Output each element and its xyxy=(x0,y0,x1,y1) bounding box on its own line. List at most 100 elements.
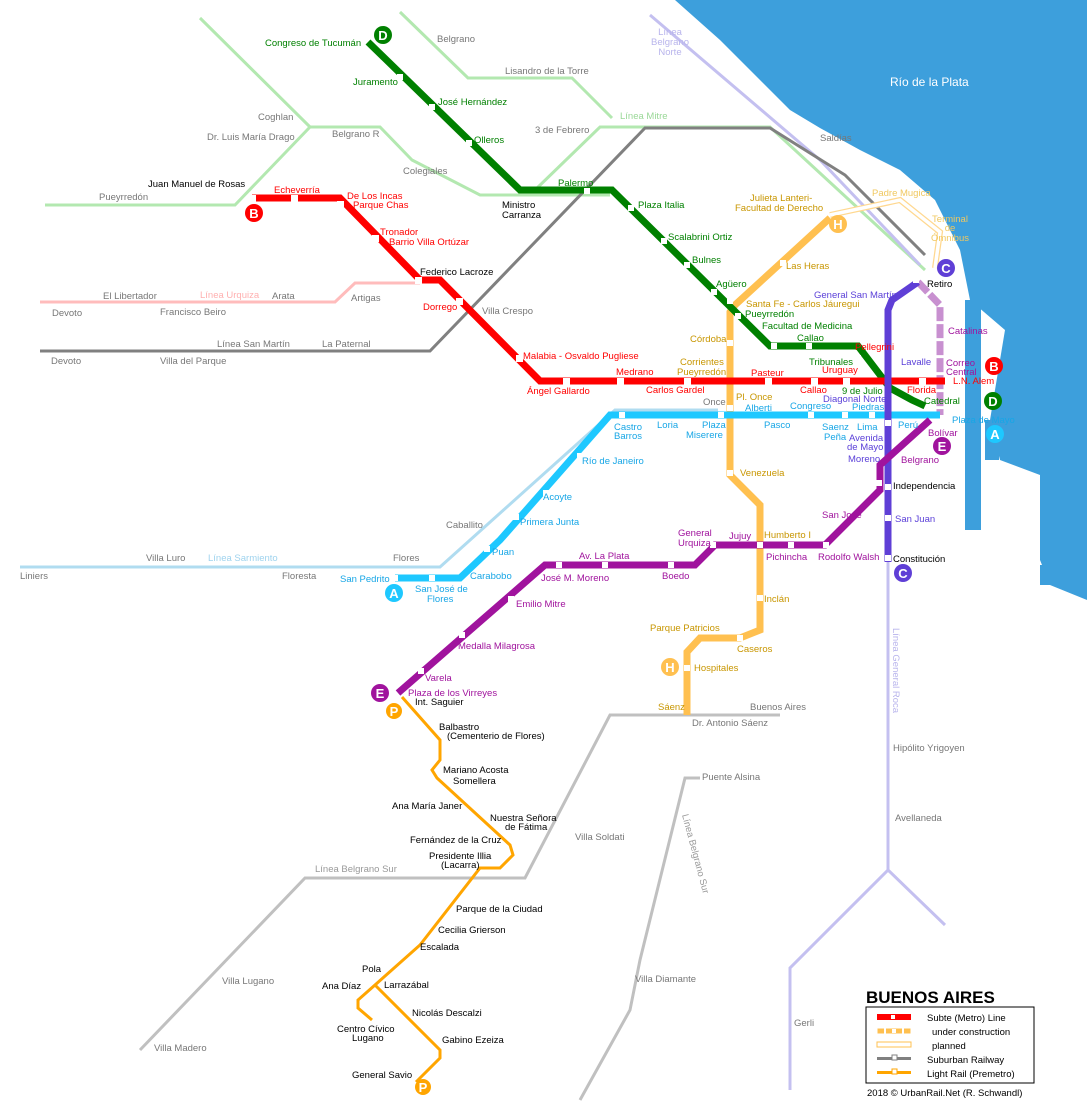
station-label: Lugano xyxy=(352,1033,384,1044)
station-label: Bulnes xyxy=(692,255,721,266)
svg-text:P: P xyxy=(390,704,399,719)
rail-line-label: Línea General Roca xyxy=(890,628,901,714)
station-label: Uruguay xyxy=(822,365,858,376)
station-label: Belgrano xyxy=(901,455,939,466)
rail-station-label: Puente Alsina xyxy=(702,772,761,783)
station-label: Agüero xyxy=(716,279,747,290)
station-label: Ómnibus xyxy=(931,233,969,244)
station-label: Flores xyxy=(427,594,454,605)
station-label: Callao xyxy=(797,333,824,344)
rail-station-label: Lisandro de la Torre xyxy=(505,66,589,77)
railway-sarmiento xyxy=(20,408,718,569)
svg-text:A: A xyxy=(389,586,399,601)
station-label: Lima xyxy=(857,422,878,433)
svg-text:H: H xyxy=(833,217,842,232)
svg-text:E: E xyxy=(938,439,947,454)
rail-line-label: Línea Mitre xyxy=(620,111,668,122)
station-label: Corrientes xyxy=(680,357,724,368)
station-label: Lavalle xyxy=(901,357,931,368)
rail-station-label: Gerli xyxy=(794,1018,814,1029)
station-label: Facultad de Derecho xyxy=(735,203,823,214)
station-label: Ángel Gallardo xyxy=(527,386,590,397)
line-c-badge: C xyxy=(894,564,912,582)
line-h-badge: H xyxy=(829,215,847,233)
rail-station-label: Artigas xyxy=(351,293,381,304)
station-label: Catedral xyxy=(924,396,960,407)
rail-station-label: Dr. Luis María Drago xyxy=(207,132,295,143)
rail-station-label: Devoto xyxy=(52,308,82,319)
rail-station-label: Villa Madero xyxy=(154,1043,207,1054)
station-label: Pola xyxy=(362,964,382,975)
station-label: Puan xyxy=(492,547,514,558)
station-label: Urquiza xyxy=(678,538,711,549)
station-label: Mariano Acosta xyxy=(443,765,509,776)
station-label: Scalabrini Ortiz xyxy=(668,232,733,243)
svg-text:C: C xyxy=(941,261,951,276)
station-label: Malabia - Osvaldo Pugliese xyxy=(523,351,639,362)
station-label: Larrazábal xyxy=(384,980,429,991)
rail-station-label: Coghlan xyxy=(258,112,293,123)
station-label: Balbastro xyxy=(439,722,479,733)
station-label: Barros xyxy=(614,431,642,442)
station-label: Plaza de Mayo xyxy=(952,415,1015,426)
station-label: Int. Saguier xyxy=(415,697,464,708)
station-label: Pl. Once xyxy=(736,392,772,403)
rail-station-label: Saldías xyxy=(820,133,852,144)
rail-station-label: Villa Luro xyxy=(146,553,185,564)
station-label: Facultad de Medicina xyxy=(762,321,853,332)
station-label: Centro Cívico xyxy=(337,1024,395,1035)
station-label: Cecilia Grierson xyxy=(438,925,506,936)
rail-station-label: Villa Lugano xyxy=(222,976,274,987)
station-label: L.N. Alem xyxy=(953,376,994,387)
station-label: Somellera xyxy=(453,776,496,787)
svg-text:B: B xyxy=(249,206,258,221)
rail-station-label: 3 de Febrero xyxy=(535,125,589,136)
station-label: Pellegrini xyxy=(855,342,894,353)
line-a-badge: A xyxy=(385,584,403,602)
station-label: De Los Incas xyxy=(347,191,403,202)
station-label: Miserere xyxy=(686,430,723,441)
station-label: Medalla Milagrosa xyxy=(458,641,536,652)
line-b-badge: B xyxy=(245,204,263,222)
rail-station-label: Villa Crespo xyxy=(482,306,533,317)
line-h-badge: H xyxy=(661,658,679,676)
railway-san-martin xyxy=(40,126,927,353)
station-label: Federico Lacroze xyxy=(420,267,493,278)
rail-station-label: El Libertador xyxy=(103,291,157,302)
station-label: José M. Moreno xyxy=(541,573,609,584)
station-label: Central xyxy=(946,367,977,378)
station-label: Fernández de la Cruz xyxy=(410,835,502,846)
legend-item: Suburban Railway xyxy=(927,1055,1004,1066)
rail-station-label: Devoto xyxy=(51,356,81,367)
rail-station-label: Villa Soldati xyxy=(575,832,624,843)
station-label: Las Heras xyxy=(786,261,830,272)
rail-line-label: Línea Urquiza xyxy=(200,290,260,301)
station-label: Diagonal Norte xyxy=(823,394,886,405)
railway-roca xyxy=(788,560,947,1090)
rail-station-label: Arata xyxy=(272,291,295,302)
station-label: Padre Mugica xyxy=(872,188,931,199)
rail-line-label: Línea Sarmiento xyxy=(208,553,278,564)
rail-line-label: Norte xyxy=(658,47,681,58)
station-label: Santa Fe - Carlos Jáuregui xyxy=(746,299,860,310)
station-label: Medrano xyxy=(616,367,654,378)
svg-text:P: P xyxy=(419,1080,428,1095)
station-label: San José de xyxy=(415,584,468,595)
station-label: Rodolfo Walsh xyxy=(818,552,879,563)
line-c xyxy=(884,279,920,562)
line-e-badge: E xyxy=(371,684,389,702)
legend-planned-swatch xyxy=(876,1041,912,1048)
station-label: Gabino Ezeiza xyxy=(442,1035,505,1046)
station-label: Loria xyxy=(657,420,679,431)
station-label: Catalinas xyxy=(948,326,988,337)
legend-item: Light Rail (Premetro) xyxy=(927,1069,1015,1080)
line-d-badge: D xyxy=(984,392,1002,410)
station-label: Saenz xyxy=(822,422,849,433)
rail-line-label: Línea Belgrano Sur xyxy=(315,864,397,875)
station-label: José Hernández xyxy=(438,97,507,108)
line-b xyxy=(252,194,945,385)
line-h-planned-core xyxy=(829,198,942,269)
station-label: Juramento xyxy=(353,77,398,88)
rail-station-label: Villa del Parque xyxy=(160,356,226,367)
